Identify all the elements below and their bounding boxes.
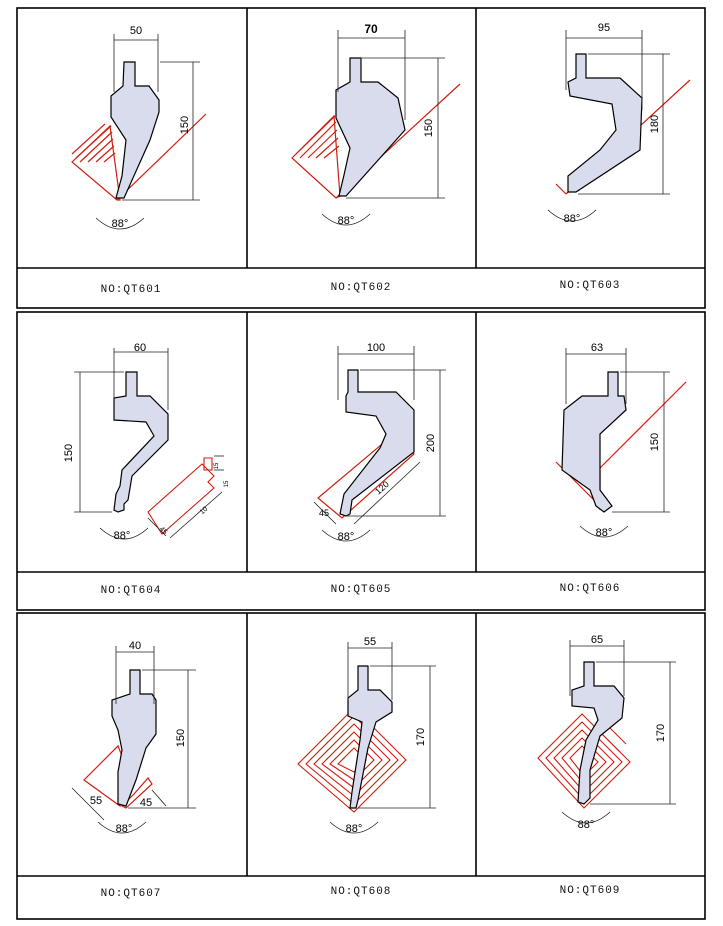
flange-dim-qt604-d: 15	[224, 480, 230, 487]
tool-number-qt603: NO:QT603	[559, 280, 621, 292]
tool-number-qt606: NO:QT606	[559, 583, 621, 595]
tool-drawing-qt609	[537, 640, 676, 824]
tool-drawing-qt602	[291, 30, 461, 226]
angle-label-qt601: 88°	[112, 218, 129, 230]
height-dim-qt608: 170	[415, 728, 427, 746]
angle-label-qt608: 88°	[346, 823, 363, 835]
width-dim-qt601: 50	[130, 25, 142, 37]
tool-drawing-qt604	[74, 348, 224, 540]
tool-number-qt609: NO:QT609	[559, 885, 621, 897]
tool-number-qt605: NO:QT605	[330, 584, 392, 596]
tool-number-qt601: NO:QT601	[100, 284, 162, 296]
width-dim-qt607: 40	[129, 640, 141, 652]
tool-number-qt607: NO:QT607	[100, 888, 162, 900]
height-dim-qt601: 150	[179, 116, 191, 134]
height-dim-qt605: 200	[425, 434, 437, 452]
tool-drawing-qt607	[71, 646, 196, 834]
tool-drawing-qt606	[555, 348, 687, 538]
flange-dim-qt604-a: 45	[158, 526, 169, 537]
width-dim-qt606: 63	[591, 342, 603, 354]
tool-drawing-qt603	[547, 30, 691, 222]
width-dim-qt604: 60	[134, 342, 146, 354]
angle-label-qt603: 88°	[564, 213, 581, 225]
flange-dim-qt607-a: 55	[90, 795, 102, 807]
angle-label-qt609: 88°	[578, 819, 595, 831]
width-dim-qt609: 65	[591, 634, 603, 646]
height-dim-qt603: 180	[649, 115, 661, 133]
width-dim-qt603: 95	[598, 22, 610, 34]
height-dim-qt609: 170	[655, 724, 667, 742]
catalog-grid	[16, 7, 706, 920]
height-dim-qt607: 150	[175, 729, 187, 747]
flange-dim-qt607-b: 45	[140, 797, 152, 809]
width-dim-qt605: 100	[367, 342, 385, 354]
tool-drawing-qt601	[71, 34, 207, 230]
tool-number-qt602: NO:QT602	[330, 282, 392, 294]
height-dim-qt604: 150	[63, 444, 75, 462]
angle-label-qt604: 88°	[114, 530, 131, 542]
angle-label-qt607: 88°	[116, 823, 133, 835]
flange-dim-qt605-a: 45	[319, 508, 329, 518]
angle-label-qt606: 88°	[596, 527, 613, 539]
tool-drawing-qt608	[297, 642, 436, 834]
flange-dim-qt604-b: 10	[199, 506, 210, 516]
width-dim-qt608: 55	[364, 636, 376, 648]
height-dim-qt602: 150	[423, 119, 435, 137]
height-dim-qt606: 150	[649, 433, 661, 451]
width-dim-qt602: 70	[364, 22, 378, 36]
tool-number-qt608: NO:QT608	[330, 886, 392, 898]
angle-label-qt605: 88°	[338, 531, 355, 543]
flange-dim-qt604-c: 15	[214, 462, 220, 469]
tool-number-qt604: NO:QT604	[100, 585, 162, 597]
tool-drawing-qt605	[313, 346, 446, 542]
angle-label-qt602: 88°	[338, 215, 355, 227]
